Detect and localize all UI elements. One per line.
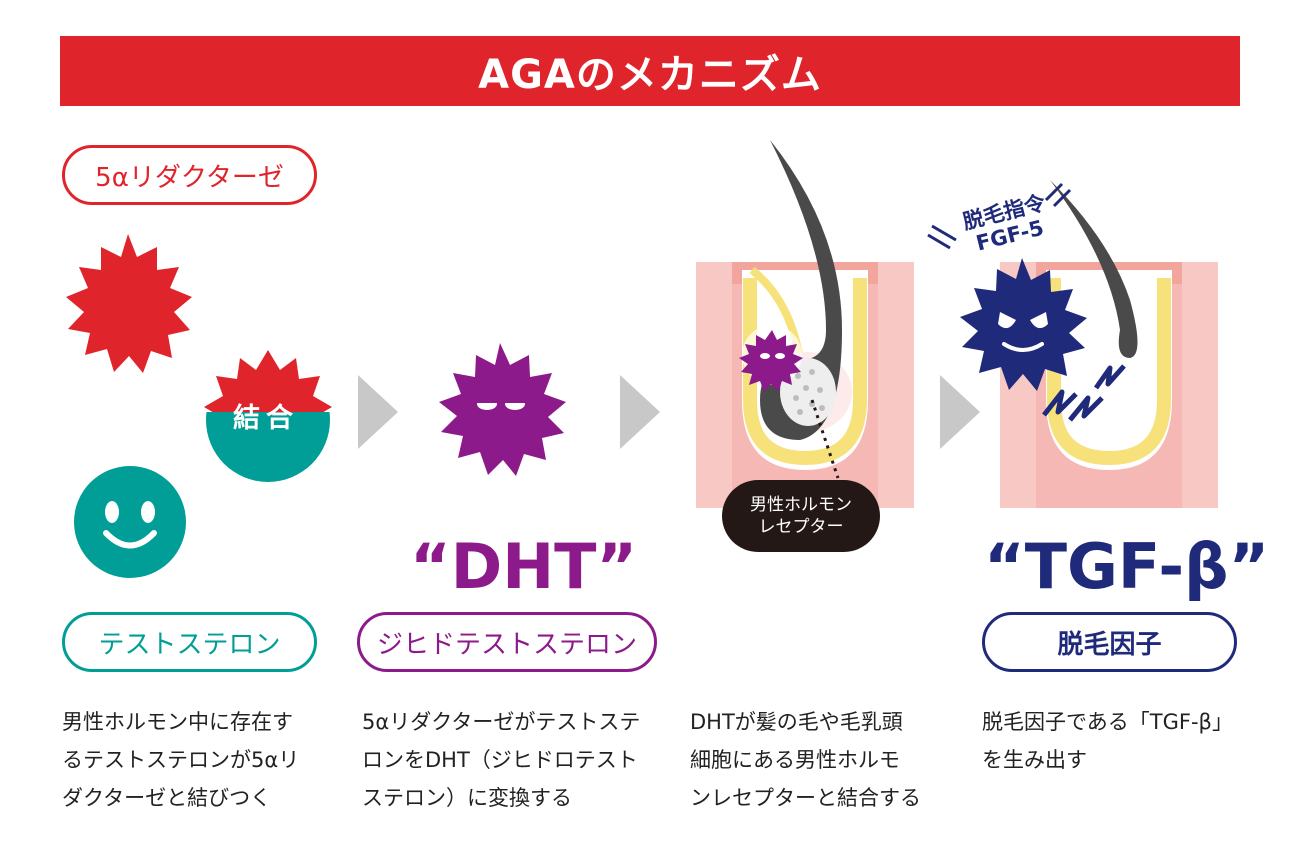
- emphasis-lines-icon: [927, 182, 1072, 250]
- dht-label: ジヒドテストステロン: [376, 629, 637, 660]
- testosterone-smiley-icon: [74, 466, 186, 578]
- hair-follicle-tgf-illustration: [927, 180, 1218, 508]
- arrow-right-icon: [620, 375, 660, 449]
- dht-title: “DHT”: [410, 530, 638, 603]
- step4-description: 脱毛因子である「TGF-β」 を生み出す: [982, 710, 1233, 772]
- arrow-right-icon: [940, 375, 980, 449]
- testosterone-label: テストステロン: [98, 629, 281, 660]
- step1-description: 男性ホルモン中に存在す るテストステロンが5αリ ダクターゼと結びつく: [62, 710, 300, 810]
- enzyme-spiky-icon: [66, 234, 192, 373]
- step3-description: DHTが髪の毛や毛乳頭 細胞にある男性ホルモ ンレセプターと結合する: [690, 710, 921, 810]
- bound-complex-icon: [204, 350, 332, 482]
- bind-label: 結合: [233, 403, 299, 434]
- hair-loss-factor-label: 脱毛因子: [1057, 629, 1162, 660]
- hair-loss-factor-pill: 脱毛因子: [982, 612, 1237, 672]
- title-banner: AGAのメカニズム: [60, 36, 1240, 106]
- tgf-beta-spiky-icon: [960, 258, 1087, 391]
- tgf-beta-title: “TGF-β”: [984, 530, 1270, 603]
- dht-spiky-icon: [439, 343, 566, 476]
- dht-pill: ジヒドテストステロン: [357, 612, 657, 672]
- enzyme-label: 5αリダクターゼ: [95, 162, 284, 193]
- arrow-right-icon: [358, 375, 398, 449]
- enzyme-label-pill: 5αリダクターゼ: [62, 145, 317, 205]
- page-title: AGAのメカニズム: [478, 52, 822, 98]
- receptor-label: 男性ホルモン レセプター: [722, 480, 880, 552]
- testosterone-pill: テストステロン: [62, 612, 317, 672]
- hair-follicle-illustration: [696, 140, 914, 508]
- step2-description: 5αリダクターゼがテストステ ロンをDHT（ジヒドロテスト ステロン）に変換する: [362, 710, 641, 810]
